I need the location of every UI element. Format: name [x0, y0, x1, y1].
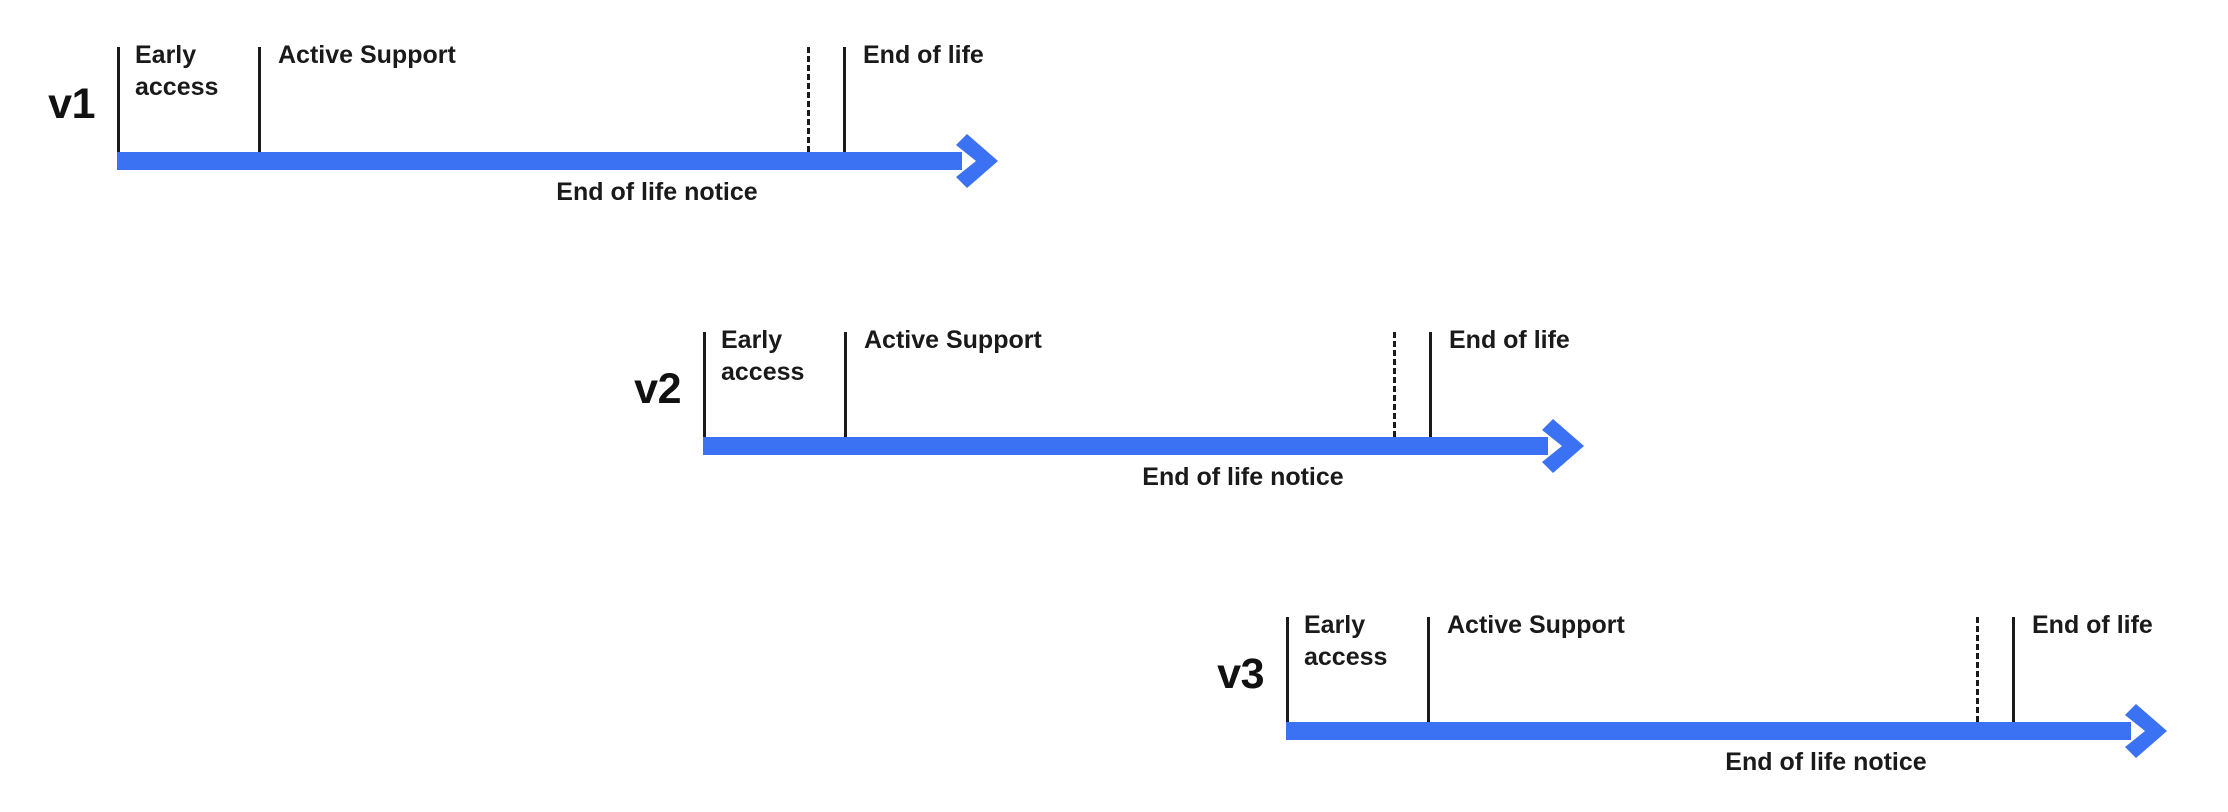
phase-label-end-of-life: End of life: [1449, 326, 1570, 354]
phase-label-early-access: Early access: [1304, 611, 1388, 671]
timeline-row-v1: v1 Early access Active Support End of li…: [48, 25, 1013, 225]
phase-divider-early-access: [117, 47, 120, 152]
end-of-life-notice-caption: End of life notice: [1142, 463, 1344, 491]
phase-label-active-support: Active Support: [278, 41, 456, 69]
timeline-row-v2: v2 Early access Active Support End of li…: [634, 310, 1599, 510]
arrow-head-icon: [951, 130, 1013, 192]
lifecycle-arrow-shaft: [117, 152, 962, 170]
phase-divider-active-support: [1427, 617, 1430, 722]
phase-divider-early-access: [1286, 617, 1289, 722]
phase-label-end-of-life: End of life: [863, 41, 984, 69]
phase-label-early-access: Early access: [135, 41, 219, 101]
end-of-life-notice-marker: [807, 47, 810, 152]
phase-label-active-support: Active Support: [864, 326, 1042, 354]
end-of-life-notice-marker: [1393, 332, 1396, 437]
phase-label-end-of-life: End of life: [2032, 611, 2153, 639]
phase-label-active-support: Active Support: [1447, 611, 1625, 639]
phase-divider-end-of-life: [2012, 617, 2015, 722]
lifecycle-arrow-shaft: [703, 437, 1548, 455]
phase-divider-active-support: [844, 332, 847, 437]
end-of-life-notice-marker: [1976, 617, 1979, 722]
phase-divider-active-support: [258, 47, 261, 152]
phase-divider-early-access: [703, 332, 706, 437]
phase-label-early-access: Early access: [721, 326, 805, 386]
arrow-head-icon: [2120, 700, 2182, 762]
version-label-v2: v2: [634, 365, 681, 413]
lifecycle-arrow-shaft: [1286, 722, 2131, 740]
version-label-v1: v1: [48, 80, 95, 128]
end-of-life-notice-caption: End of life notice: [556, 178, 758, 206]
timeline-row-v3: v3 Early access Active Support End of li…: [1217, 595, 2182, 795]
end-of-life-notice-caption: End of life notice: [1725, 748, 1927, 776]
phase-divider-end-of-life: [1429, 332, 1432, 437]
phase-divider-end-of-life: [843, 47, 846, 152]
arrow-head-icon: [1537, 415, 1599, 477]
version-label-v3: v3: [1217, 650, 1264, 698]
